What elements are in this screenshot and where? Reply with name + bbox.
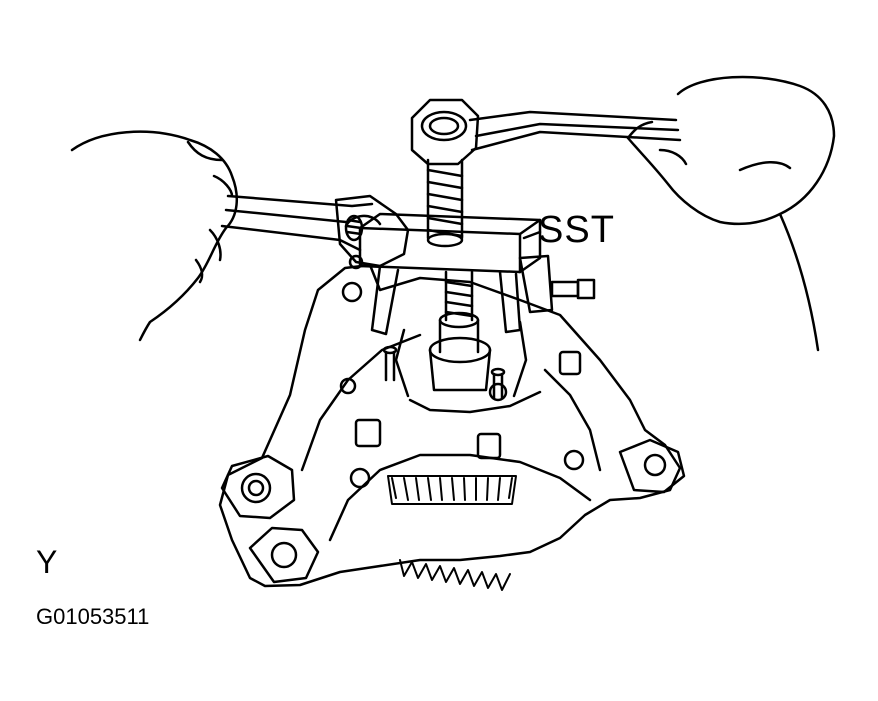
- figure-code: G01053511: [36, 604, 150, 629]
- rotor-shaft: [394, 311, 542, 414]
- fan-teeth: [399, 559, 511, 591]
- mounting-ear-right: [618, 438, 686, 494]
- sst-leader-line: [522, 230, 542, 240]
- box-wrench: [410, 98, 682, 166]
- housing-bolts: [339, 281, 585, 489]
- view-label: Y: [36, 544, 58, 580]
- mounting-ear-bottom: [248, 526, 320, 584]
- adjustable-wrench: [220, 194, 410, 270]
- left-hand: [70, 130, 239, 342]
- mounting-ear-left: [220, 454, 296, 520]
- center-bolt: [426, 158, 464, 248]
- right-hand: [626, 75, 836, 352]
- cooling-slots: [387, 475, 517, 505]
- sst-label: SST: [538, 209, 615, 251]
